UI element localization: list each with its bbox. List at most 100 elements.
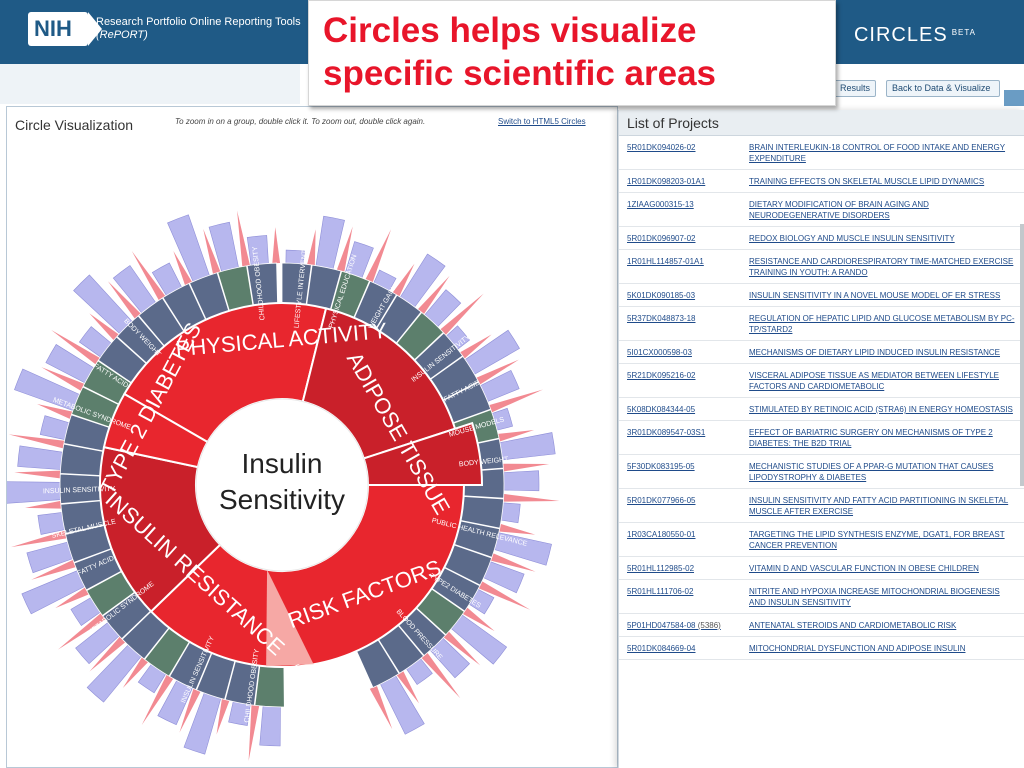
outer-ring-marker[interactable] (237, 210, 250, 267)
outer-ring-marker[interactable] (57, 613, 106, 650)
outer-ring-marker[interactable] (141, 674, 174, 726)
outer-ring-marker[interactable] (490, 553, 536, 572)
outer-ring-marker[interactable] (502, 463, 550, 472)
outer-ring-marker[interactable] (55, 587, 89, 609)
outer-ring-marker[interactable] (89, 313, 119, 341)
project-title-link[interactable]: RESISTANCE AND CARDIORESPIRATORY TIME-MA… (749, 257, 1014, 277)
project-id-text: 5R01HL112985-02 (627, 564, 695, 573)
project-title-link[interactable]: ANTENATAL STEROIDS AND CARDIOMETABOLIC R… (749, 621, 957, 630)
project-id-link[interactable]: 1R01DK098203-01A1 (627, 176, 749, 187)
project-id-link[interactable]: 5F30DK083195-05 (627, 461, 749, 483)
project-title-link[interactable]: BRAIN INTERLEUKIN-18 CONTROL OF FOOD INT… (749, 143, 1006, 163)
outer-ring-segment[interactable] (259, 705, 281, 747)
project-title-link[interactable]: NITRITE AND HYPOXIA INCREASE MITOCHONDRI… (749, 587, 1000, 607)
outer-ring-marker[interactable] (179, 688, 201, 733)
outer-ring-marker[interactable] (503, 493, 560, 502)
outer-ring-marker[interactable] (107, 281, 141, 319)
project-title-link[interactable]: MECHANISMS OF DIETARY LIPID INDUCED INSU… (749, 348, 1001, 357)
report-title[interactable]: Research Portfolio Online Reporting Tool… (96, 16, 316, 42)
scrollbar-thumb[interactable] (1020, 224, 1024, 486)
project-title-link[interactable]: REGULATION OF HEPATIC LIPID AND GLUCOSE … (749, 314, 1015, 334)
project-title-link[interactable]: INSULIN SENSITIVITY IN A NOVEL MOUSE MOD… (749, 291, 1001, 300)
outer-ring-marker[interactable] (173, 250, 193, 286)
outer-ring-marker[interactable] (203, 228, 221, 274)
project-id-link[interactable]: 3R01DK089547-03S1 (627, 427, 749, 449)
outer-ring-segment[interactable] (464, 329, 520, 375)
outer-ring-marker[interactable] (272, 227, 281, 264)
outer-ring-marker[interactable] (392, 263, 415, 297)
project-id-link[interactable]: 5R01HL111706-02 (627, 586, 749, 608)
project-title-link[interactable]: MECHANISTIC STUDIES OF A PPAR-G MUTATION… (749, 462, 994, 482)
outer-ring-marker[interactable] (89, 636, 126, 672)
topic-ring-segment[interactable] (254, 665, 285, 708)
outer-ring-marker[interactable] (307, 229, 316, 266)
outer-ring-marker[interactable] (499, 523, 536, 535)
outer-ring-segment[interactable] (39, 415, 70, 440)
project-title-link[interactable]: TRAINING EFFECTS ON SKELETAL MUSCLE LIPI… (749, 177, 985, 186)
center-circle[interactable] (195, 398, 369, 572)
outer-ring-segment[interactable] (112, 265, 157, 314)
project-id-link[interactable]: 5R01DK084669-04 (627, 643, 749, 654)
outer-ring-segment[interactable] (503, 470, 540, 492)
outer-ring-marker[interactable] (417, 275, 450, 315)
project-title-link[interactable]: INSULIN SENSITIVITY AND FATTY ACID PARTI… (749, 496, 1009, 516)
selection-wedge[interactable] (266, 569, 314, 667)
project-id-link[interactable]: 5K08DK084344-05 (627, 404, 749, 415)
project-id-link[interactable]: 1R03CA180550-01 (627, 529, 749, 551)
outer-ring-marker[interactable] (476, 359, 519, 385)
outer-ring-marker[interactable] (498, 430, 535, 442)
outer-ring-marker[interactable] (216, 698, 230, 735)
back-to-data-button[interactable]: Back to Data & Visualize (886, 80, 1000, 97)
outer-ring-marker[interactable] (25, 500, 62, 509)
project-id-link[interactable]: 5R21DK095216-02 (627, 370, 749, 392)
project-id-link[interactable]: 5R37DK048873-18 (627, 313, 749, 335)
outer-ring-marker[interactable] (421, 652, 461, 699)
outer-ring-marker[interactable] (440, 293, 484, 336)
outer-ring-marker[interactable] (31, 559, 76, 580)
project-title-link[interactable]: STIMULATED BY RETINOIC ACID (STRA6) IN E… (749, 405, 1013, 414)
outer-ring-marker[interactable] (365, 229, 392, 283)
outer-ring-segment[interactable] (500, 502, 521, 524)
outer-ring-marker[interactable] (459, 334, 492, 359)
project-title-link[interactable]: REDOX BIOLOGY AND MUSCLE INSULIN SENSITI… (749, 234, 955, 243)
project-id-link[interactable]: 5R01DK096907-02 (627, 233, 749, 244)
nih-logo[interactable]: NIH (28, 12, 102, 46)
outer-ring-marker[interactable] (8, 434, 65, 449)
outer-ring-marker[interactable] (37, 403, 73, 419)
outer-ring-marker[interactable] (336, 226, 353, 272)
outer-ring-marker[interactable] (14, 470, 61, 479)
project-title-link[interactable]: TARGETING THE LIPID SYNTHESIS ENZYME, DG… (749, 530, 1005, 550)
project-title-link[interactable]: EFFECT OF BARIATRIC SURGERY ON MECHANISM… (749, 428, 993, 448)
outer-ring-marker[interactable] (369, 685, 393, 730)
outer-ring-marker[interactable] (478, 581, 531, 610)
project-id-link[interactable]: 5R01DK094026-02 (627, 142, 749, 164)
project-id-link[interactable]: 1R01HL114857-01A1 (627, 256, 749, 278)
project-id-link[interactable]: 5I01CX000598-03 (627, 347, 749, 358)
project-id-link[interactable]: 5R01HL112985-02 (627, 563, 749, 574)
project-title-link[interactable]: MITOCHONDRIAL DYSFUNCTION AND ADIPOSE IN… (749, 644, 966, 653)
project-id-link[interactable]: 5K01DK090185-03 (627, 290, 749, 301)
project-id-link[interactable]: 5R01DK077966-05 (627, 495, 749, 517)
outer-ring-marker[interactable] (396, 670, 420, 704)
outer-ring-marker[interactable] (443, 631, 481, 666)
outer-ring-segment[interactable] (17, 445, 63, 470)
outer-ring-marker[interactable] (489, 389, 544, 413)
outer-ring-marker[interactable] (41, 367, 85, 391)
project-title-link[interactable]: VISCERAL ADIPOSE TISSUE AS MEDIATOR BETW… (749, 371, 999, 391)
outer-ring-marker[interactable] (51, 329, 100, 365)
outer-ring-marker[interactable] (11, 530, 67, 548)
project-title-link[interactable]: DIETARY MODIFICATION OF BRAIN AGING AND … (749, 200, 929, 220)
edge-tab (1004, 90, 1024, 106)
project-id-link[interactable]: 5P01HD047584-08 (5386) (627, 620, 749, 631)
project-id-link[interactable]: 1ZIAAG000315-13 (627, 199, 749, 221)
outer-ring-marker[interactable] (462, 607, 495, 632)
switch-html5-link[interactable]: Switch to HTML5 Circles (498, 117, 586, 126)
outer-ring-marker[interactable] (248, 704, 260, 761)
outer-ring-marker[interactable] (122, 657, 149, 689)
project-title-link[interactable]: VITAMIN D AND VASCULAR FUNCTION IN OBESE… (749, 564, 979, 573)
outer-ring-marker[interactable] (131, 251, 166, 301)
